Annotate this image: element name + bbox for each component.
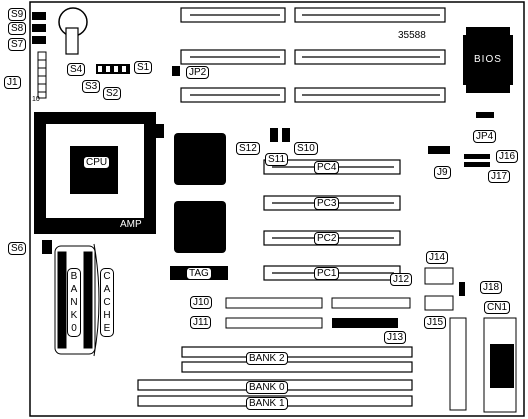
label-pin-marker: 10 <box>32 96 40 103</box>
label-s3: S3 <box>82 80 101 93</box>
label-s7: S7 <box>8 38 27 51</box>
label-bank-cache: BANK 0 <box>67 268 81 337</box>
jumper-s10-s12 <box>270 128 290 142</box>
connector-j16-j17 <box>464 154 490 167</box>
connector-j14-j15 <box>424 267 454 311</box>
label-s11: S11 <box>265 153 289 166</box>
connector-j18-block <box>459 282 465 296</box>
label-s1: S1 <box>134 61 153 74</box>
label-bios: BIOS <box>474 54 502 65</box>
label-pc3: PC3 <box>314 197 340 210</box>
chipset <box>174 133 226 253</box>
amp-strip <box>40 218 146 230</box>
power-connector-cn1 <box>449 317 517 413</box>
label-pc4: PC4 <box>314 161 340 174</box>
label-j18: J18 <box>480 281 503 294</box>
jumper-s9-s8-s7 <box>32 12 46 44</box>
cache-bracket <box>93 243 100 357</box>
label-cpu: CPU <box>83 156 111 169</box>
label-j1: J1 <box>4 76 21 89</box>
connector-j12-j13 <box>331 297 411 328</box>
label-s4: S4 <box>67 63 86 76</box>
label-tag: TAG <box>186 267 212 280</box>
label-amp: AMP <box>120 219 142 230</box>
label-j14: J14 <box>426 251 449 264</box>
label-pc2: PC2 <box>314 232 340 245</box>
label-pc1: PC1 <box>314 267 340 280</box>
isa-slots <box>180 7 446 103</box>
battery <box>58 7 88 55</box>
label-bank0: BANK 0 <box>246 381 288 394</box>
label-bank1: BANK 1 <box>246 397 288 410</box>
label-s12: S12 <box>236 142 260 155</box>
jumper-jp2-block <box>172 66 180 76</box>
label-bank2: BANK 2 <box>246 352 288 365</box>
label-j16: J16 <box>496 150 519 163</box>
label-j10: J10 <box>190 296 213 309</box>
label-board-number: 35588 <box>398 30 426 41</box>
label-j9: J9 <box>434 166 451 179</box>
label-s6: S6 <box>8 242 27 255</box>
ide-connectors <box>225 297 323 329</box>
jumper-jp4-block <box>476 112 494 118</box>
label-j11: J11 <box>190 316 212 329</box>
label-cache: CACHE <box>100 268 114 337</box>
label-jp4: JP4 <box>473 130 497 143</box>
label-j12: J12 <box>390 273 413 286</box>
cpu-socket <box>34 112 164 234</box>
label-j13: J13 <box>384 331 407 344</box>
label-cn1: CN1 <box>484 301 511 314</box>
jumper-s1-s4 <box>96 64 130 74</box>
label-s9: S9 <box>8 8 27 21</box>
label-j17: J17 <box>488 170 511 183</box>
jumper-s6-block <box>42 240 52 254</box>
label-jp2: JP2 <box>186 66 210 79</box>
label-j15: J15 <box>424 316 447 329</box>
connector-j1 <box>37 51 47 99</box>
label-s10: S10 <box>294 142 318 155</box>
label-s2: S2 <box>103 87 122 100</box>
connector-j9-block <box>428 146 450 154</box>
bios-chip <box>463 27 513 93</box>
label-s8: S8 <box>8 22 27 35</box>
